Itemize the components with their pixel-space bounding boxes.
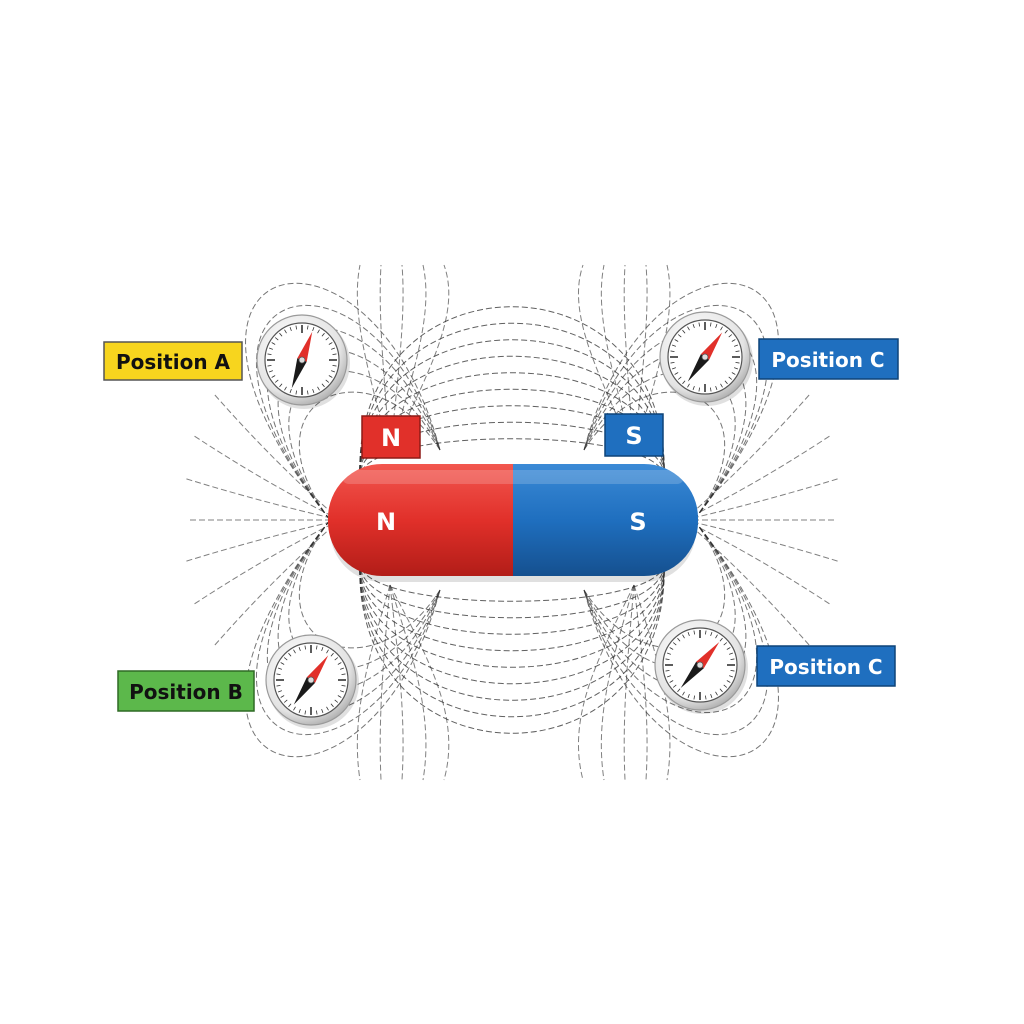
field-line: [379, 584, 391, 781]
compass-icon: [654, 619, 748, 714]
field-line: [359, 438, 665, 481]
field-line: [184, 478, 341, 521]
field-line: [184, 519, 341, 562]
field-line: [359, 559, 665, 602]
field-line: [359, 559, 665, 652]
field-line: [359, 559, 665, 701]
position-a-label: Position A: [103, 341, 243, 381]
field-line: [389, 584, 427, 781]
field-line: [683, 519, 840, 562]
position-c-bottom-text: Position C: [769, 655, 882, 679]
field-line: [359, 322, 665, 481]
field-line: [600, 584, 635, 781]
position-b-label: Position B: [117, 670, 255, 712]
field-line: [583, 305, 769, 521]
field-line: [356, 584, 391, 781]
position-b-text: Position B: [129, 680, 243, 704]
bar-magnet: N S: [328, 464, 698, 582]
field-line: [683, 519, 811, 647]
field-line: [255, 519, 441, 735]
field-line: [583, 519, 769, 735]
field-line: [359, 559, 665, 668]
field-line: [245, 282, 441, 521]
field-line: [359, 559, 665, 635]
field-line: [683, 519, 832, 606]
position-c-bottom-label: Position C: [756, 645, 896, 687]
field-line: [583, 519, 758, 713]
field-line: [578, 584, 635, 781]
field-line: [359, 339, 665, 481]
position-c-top-label: Position C: [758, 338, 899, 380]
field-line: [359, 306, 665, 481]
field-line: [683, 434, 832, 521]
field-line: [583, 519, 779, 758]
magnet-south-label: S: [629, 508, 646, 536]
field-line: [623, 584, 635, 781]
position-c-top-text: Position C: [771, 348, 884, 372]
field-line: [583, 282, 779, 521]
compass-icon: [659, 311, 753, 406]
field-line: [633, 584, 648, 781]
field-line: [213, 519, 341, 647]
field-line: [389, 584, 404, 781]
south-pole-tag-text: S: [625, 422, 642, 450]
field-line: [359, 559, 665, 734]
field-line: [192, 519, 341, 606]
south-pole-tag: S: [604, 413, 664, 457]
field-line: [213, 393, 341, 521]
field-line: [389, 584, 450, 781]
field-line: [255, 305, 441, 521]
magnet-north-label: N: [376, 508, 396, 536]
field-line: [359, 559, 665, 619]
field-line: [683, 478, 840, 521]
field-line: [192, 434, 341, 521]
compass-icon: [256, 314, 350, 409]
field-line: [245, 519, 441, 758]
compasses: [256, 311, 753, 729]
north-pole-tag-text: N: [381, 424, 401, 452]
field-line: [359, 559, 665, 685]
magnet-north-half: [328, 464, 514, 576]
field-line: [683, 393, 811, 521]
position-a-text: Position A: [116, 350, 231, 374]
north-pole-tag: N: [361, 415, 421, 459]
magnet-south-half: [513, 464, 698, 576]
compass-icon: [265, 634, 359, 729]
